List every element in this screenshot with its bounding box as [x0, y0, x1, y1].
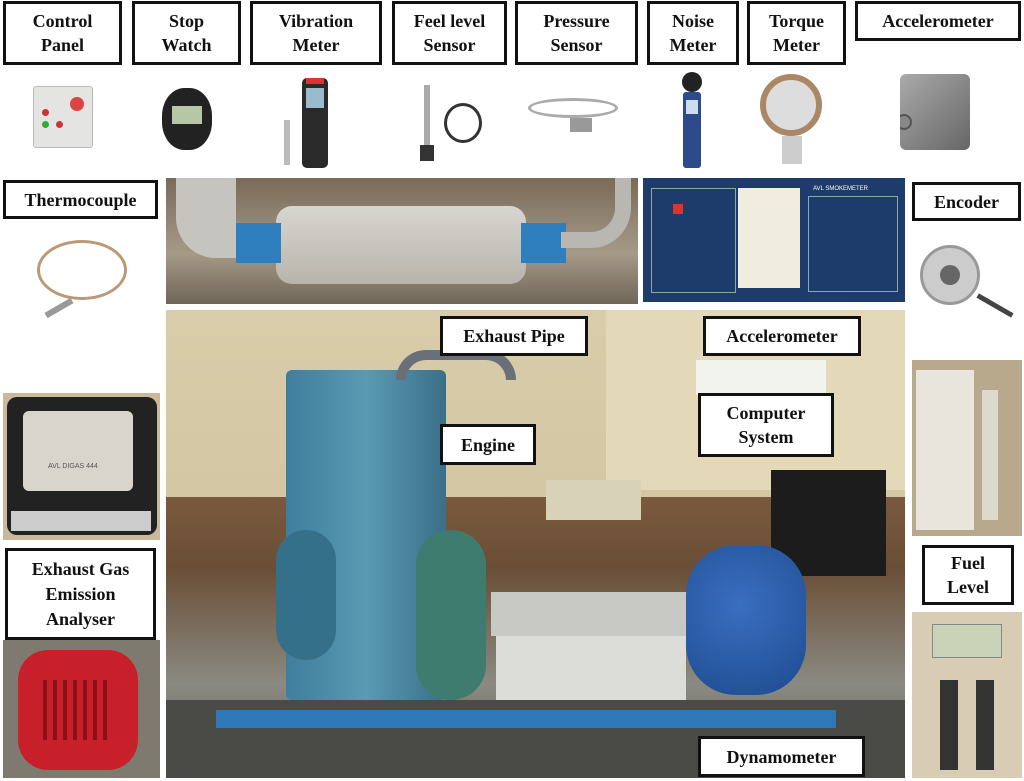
stop-watch-image — [162, 88, 212, 150]
label-exhaust-pipe: Exhaust Pipe — [440, 316, 588, 356]
label-torque-meter: Torque Meter — [747, 1, 846, 65]
label-pressure-sensor: Pressure Sensor — [515, 1, 638, 65]
label-vibration-meter: Vibration Meter — [250, 1, 382, 65]
smoke-meter-title: AVL SMOKEMETER — [813, 186, 869, 192]
red-motor-photo — [3, 640, 160, 778]
label-fuel-level-sensor: Feel level Sensor — [392, 1, 507, 65]
label-accelerometer-main: Accelerometer — [703, 316, 861, 356]
fuel-panel-photo — [912, 612, 1022, 778]
gas-analyser-photo: AVL DIGAS 444 — [3, 393, 160, 540]
fuel-measurement-photo — [912, 360, 1022, 536]
label-computer-system: Computer System — [698, 393, 834, 457]
vibration-probe-image — [284, 120, 290, 165]
flywheel — [416, 530, 486, 700]
label-stop-watch: Stop Watch — [132, 1, 241, 65]
encoder-image — [920, 245, 1016, 330]
pressure-sensor-image — [520, 90, 620, 138]
noise-meter-image — [680, 72, 704, 170]
label-encoder: Encoder — [912, 182, 1021, 221]
main-test-rig-photo — [166, 310, 905, 778]
torque-meter-image — [760, 74, 826, 166]
vibration-meter-image — [302, 78, 328, 168]
label-thermocouple: Thermocouple — [3, 180, 158, 219]
fuel-level-sensor-image — [412, 85, 487, 165]
label-fuel-level: Fuel Level — [922, 545, 1014, 605]
label-exhaust-gas-analyser: Exhaust Gas Emission Analyser — [5, 548, 156, 640]
accelerometer-image — [900, 74, 970, 150]
control-panel-image — [33, 86, 93, 148]
label-accelerometer-top: Accelerometer — [855, 1, 1021, 41]
smoke-meter-photo: AVL SMOKEMETER — [643, 178, 905, 302]
label-dynamometer: Dynamometer — [698, 736, 865, 777]
exhaust-pipe-photo — [166, 178, 638, 304]
dynamometer — [686, 545, 806, 695]
label-control-panel: Control Panel — [3, 1, 122, 65]
label-noise-meter: Noise Meter — [647, 1, 739, 65]
gas-analyser-brand: AVL DIGAS 444 — [48, 463, 98, 470]
label-engine: Engine — [440, 424, 536, 465]
thermocouple-image — [32, 235, 132, 345]
